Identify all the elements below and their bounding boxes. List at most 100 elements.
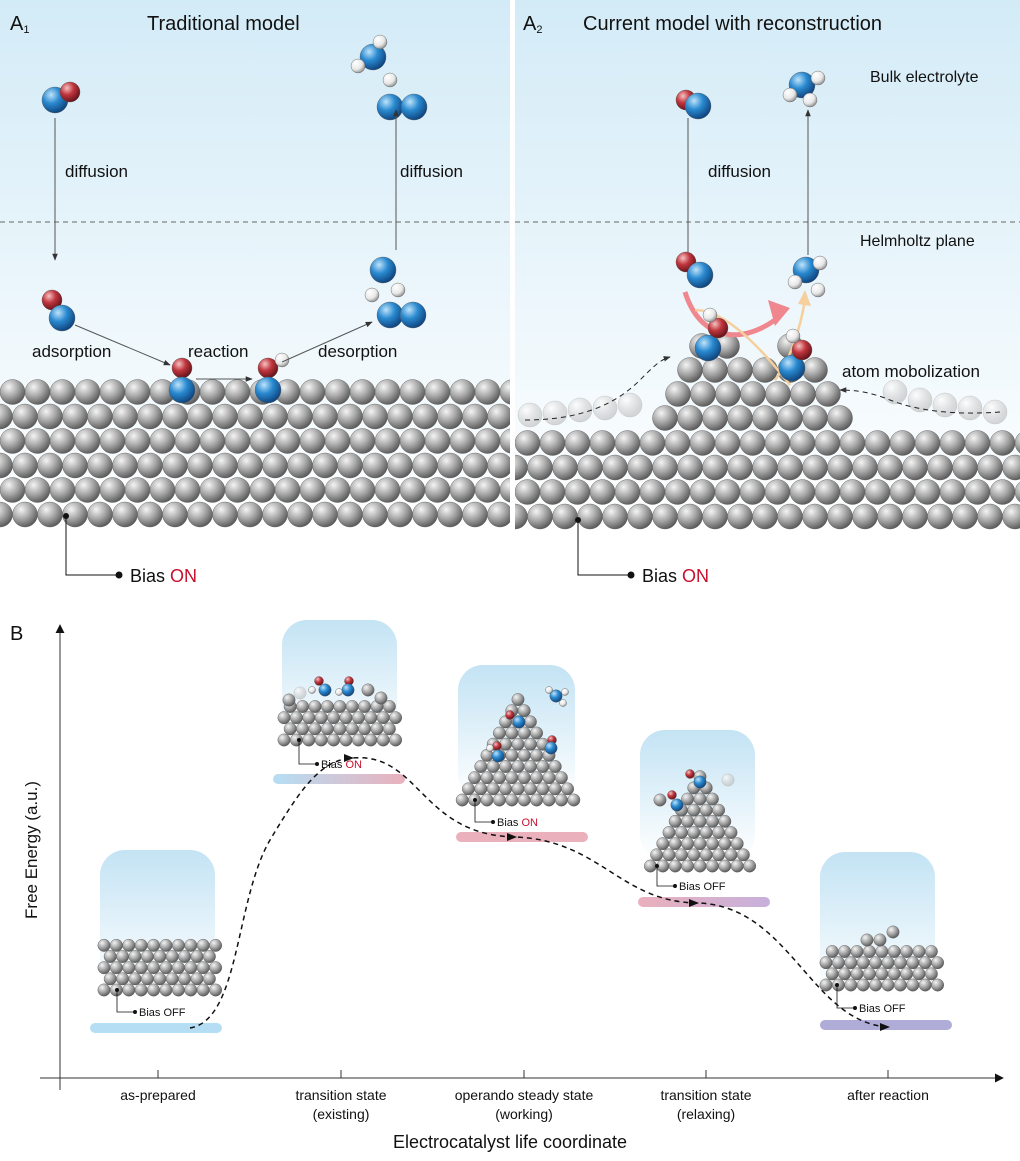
metal-atom xyxy=(894,978,907,992)
blue-atom xyxy=(376,301,404,329)
metal-atom xyxy=(461,782,475,796)
metal-atom xyxy=(827,454,853,481)
metal-atom xyxy=(449,379,476,405)
label-adsorption: adsorption xyxy=(32,342,111,361)
metal-atom xyxy=(524,715,537,729)
metal-atom xyxy=(462,501,488,528)
metal-atom xyxy=(37,452,63,479)
metal-atom xyxy=(656,837,670,851)
metal-atom xyxy=(548,782,562,796)
blue-atom xyxy=(512,715,526,729)
metal-atom xyxy=(530,726,543,740)
metal-atom xyxy=(134,983,148,997)
metal-atom xyxy=(706,792,719,806)
bias-prefix: Bias xyxy=(679,881,703,893)
bias-wire xyxy=(836,985,855,1009)
metal-atom xyxy=(374,477,401,503)
metal-atom xyxy=(224,477,251,503)
metal-atom xyxy=(977,454,1003,481)
metal-atom xyxy=(860,933,874,947)
hydrogen-atom xyxy=(335,688,343,696)
hydrogen-atom xyxy=(802,92,818,108)
metal-atom xyxy=(37,501,63,528)
metal-atom xyxy=(706,814,719,828)
metal-atom xyxy=(864,430,891,456)
blue-atom xyxy=(684,92,712,120)
metal-atom xyxy=(852,454,878,481)
metal-atom xyxy=(727,357,753,383)
metal-atom xyxy=(881,956,895,970)
metal-atom xyxy=(262,403,288,430)
hydrogen-atom xyxy=(382,72,398,88)
red-atom xyxy=(492,741,502,751)
metal-atom xyxy=(505,771,519,785)
label-bulk-electrolyte: Bulk electrolyte xyxy=(870,69,979,86)
metal-atom xyxy=(677,357,703,383)
metal-atom xyxy=(665,381,691,407)
metal-atom xyxy=(668,837,682,851)
metal-atom xyxy=(147,938,161,952)
bias-wire xyxy=(474,800,493,823)
metal-atom xyxy=(662,826,676,839)
metal-atom xyxy=(140,972,154,986)
metal-atom xyxy=(474,782,488,796)
metal-atom xyxy=(289,711,303,725)
metal-atom xyxy=(499,782,512,796)
metal-atom xyxy=(764,430,791,456)
metal-atom xyxy=(424,428,451,454)
metal-atom xyxy=(387,403,413,430)
hydrogen-atom xyxy=(561,688,569,696)
metal-atom xyxy=(187,501,213,528)
inset-bias-label: Bias OFF xyxy=(139,1007,186,1019)
bias-terminal xyxy=(491,820,495,824)
metal-atom xyxy=(730,837,744,851)
metal-atom xyxy=(925,945,938,958)
hydrogen-atom xyxy=(545,686,553,694)
metal-atom xyxy=(287,403,313,430)
label-helmholtz-plane: Helmholtz plane xyxy=(860,233,975,250)
metal-atom xyxy=(137,452,163,479)
metal-atom xyxy=(12,501,38,528)
mobile-atom xyxy=(882,379,908,405)
metal-atom xyxy=(492,793,506,807)
metal-atom xyxy=(277,733,291,747)
metal-atom xyxy=(589,430,616,456)
metal-atom xyxy=(296,722,309,736)
metal-atom xyxy=(852,503,878,530)
metal-atom xyxy=(827,503,853,530)
metal-atom xyxy=(324,477,351,503)
metal-atom xyxy=(474,477,501,503)
metal-atom xyxy=(690,381,716,407)
metal-atom xyxy=(702,503,728,530)
metal-atom xyxy=(196,961,210,975)
inset-catalyst xyxy=(819,925,944,992)
metal-atom xyxy=(739,479,766,505)
hydrogen-atom xyxy=(274,352,290,368)
metal-atom xyxy=(927,454,953,481)
metal-atom xyxy=(752,405,778,431)
metal-atom xyxy=(693,792,707,806)
metal-atom xyxy=(881,978,895,992)
metal-atom xyxy=(370,722,384,736)
metal-atom xyxy=(412,452,438,479)
panel-a2-title: Current model with reconstruction xyxy=(583,13,882,35)
metal-atom xyxy=(536,760,550,773)
metal-atom xyxy=(124,428,151,454)
label-desorption: desorption xyxy=(318,342,397,361)
metal-atom xyxy=(527,454,553,481)
metal-atom xyxy=(209,938,223,952)
metal-atom xyxy=(737,848,750,862)
metal-atom xyxy=(320,722,334,736)
metal-atom xyxy=(62,403,88,430)
metal-atom xyxy=(128,950,142,963)
bias-wire xyxy=(298,740,317,765)
metal-atom xyxy=(171,938,185,952)
metal-atom xyxy=(789,479,816,505)
hydrogen-atom xyxy=(787,274,803,290)
metal-atom xyxy=(989,479,1016,505)
red-atom xyxy=(314,676,324,686)
bias-state: OFF xyxy=(163,1007,185,1019)
